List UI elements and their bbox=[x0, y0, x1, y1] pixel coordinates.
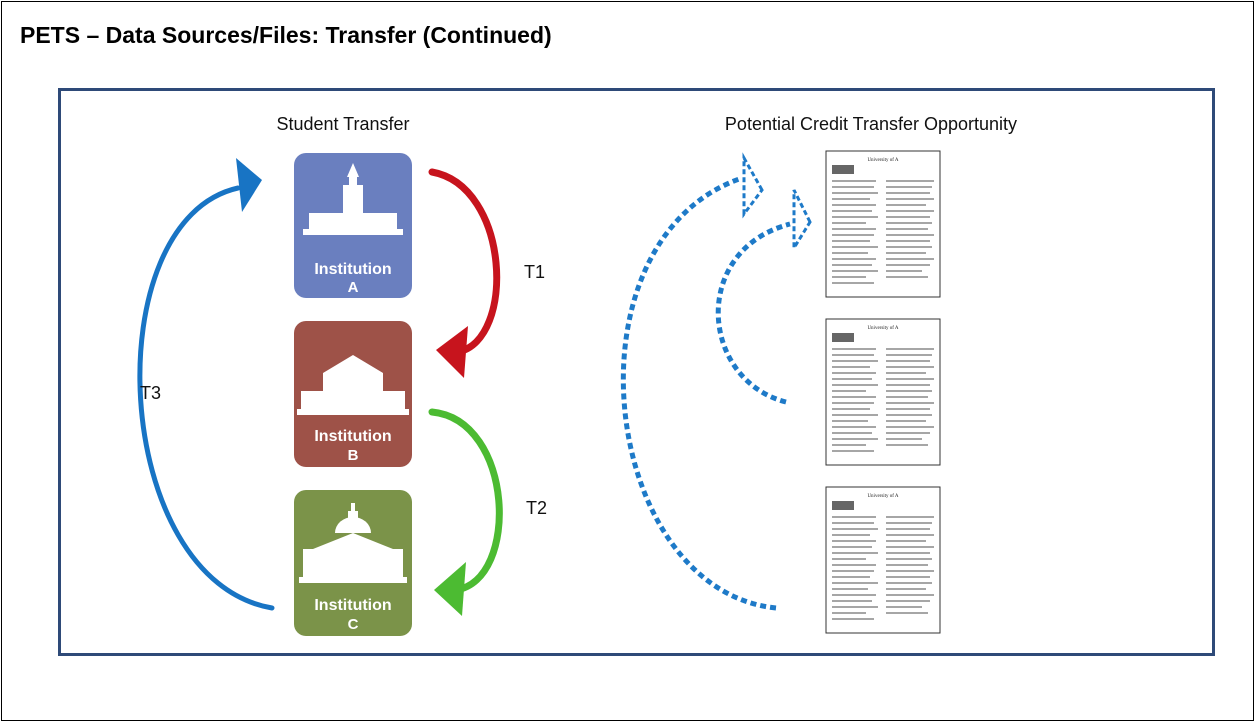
student-transfer-heading: Student Transfer bbox=[276, 114, 409, 134]
transcript-icon bbox=[825, 150, 941, 298]
institution-c-letter: C bbox=[348, 616, 359, 633]
credit-arrow-large bbox=[620, 152, 777, 611]
credit-arrow-large-line bbox=[620, 175, 777, 611]
transcript-1: University of A bbox=[825, 150, 941, 298]
t1-label: T1 bbox=[524, 262, 545, 282]
institution-a-letter: A bbox=[348, 279, 359, 296]
transfer-t2-arrow bbox=[428, 408, 503, 616]
institution-a-card: Institution A bbox=[294, 153, 412, 298]
credit-arrow-small-head bbox=[792, 189, 812, 254]
credit-arrow-small bbox=[715, 189, 812, 405]
transcript-icon bbox=[825, 318, 941, 466]
transcript-icon bbox=[825, 486, 941, 634]
institution-b-letter: B bbox=[348, 447, 359, 464]
t1-arrow-line bbox=[428, 168, 501, 356]
transfer-t1-arrow bbox=[428, 168, 501, 378]
institution-c-label: Institution bbox=[314, 597, 391, 614]
t2-arrow-line bbox=[428, 408, 503, 594]
institution-c-card: Institution C bbox=[294, 490, 412, 636]
transcript-3-header: University of A bbox=[867, 494, 898, 499]
t1-arrow-head bbox=[436, 326, 468, 378]
institution-b-label: Institution bbox=[314, 428, 391, 445]
t3-arrow-line bbox=[137, 185, 275, 611]
credit-transfer-heading: Potential Credit Transfer Opportunity bbox=[725, 114, 1017, 134]
t3-arrow-head bbox=[236, 158, 262, 212]
t2-label: T2 bbox=[526, 498, 547, 518]
credit-arrow-large-head bbox=[742, 152, 764, 219]
t3-label: T3 bbox=[140, 383, 161, 403]
transcript-2-header: University of A bbox=[867, 326, 898, 331]
institution-b-card: Institution B bbox=[294, 321, 412, 467]
institution-a-label: Institution bbox=[314, 261, 391, 278]
transfer-diagram: Student Transfer Potential Credit Transf… bbox=[137, 114, 1017, 636]
transfer-t3-arrow bbox=[137, 158, 275, 611]
t2-arrow-head bbox=[434, 562, 466, 616]
transcript-1-header: University of A bbox=[867, 158, 898, 163]
transcript-2: University of A bbox=[825, 318, 941, 466]
credit-arrow-small-line bbox=[715, 221, 791, 405]
page-title: PETS – Data Sources/Files: Transfer (Con… bbox=[20, 22, 552, 48]
transcript-3: University of A bbox=[825, 486, 941, 634]
